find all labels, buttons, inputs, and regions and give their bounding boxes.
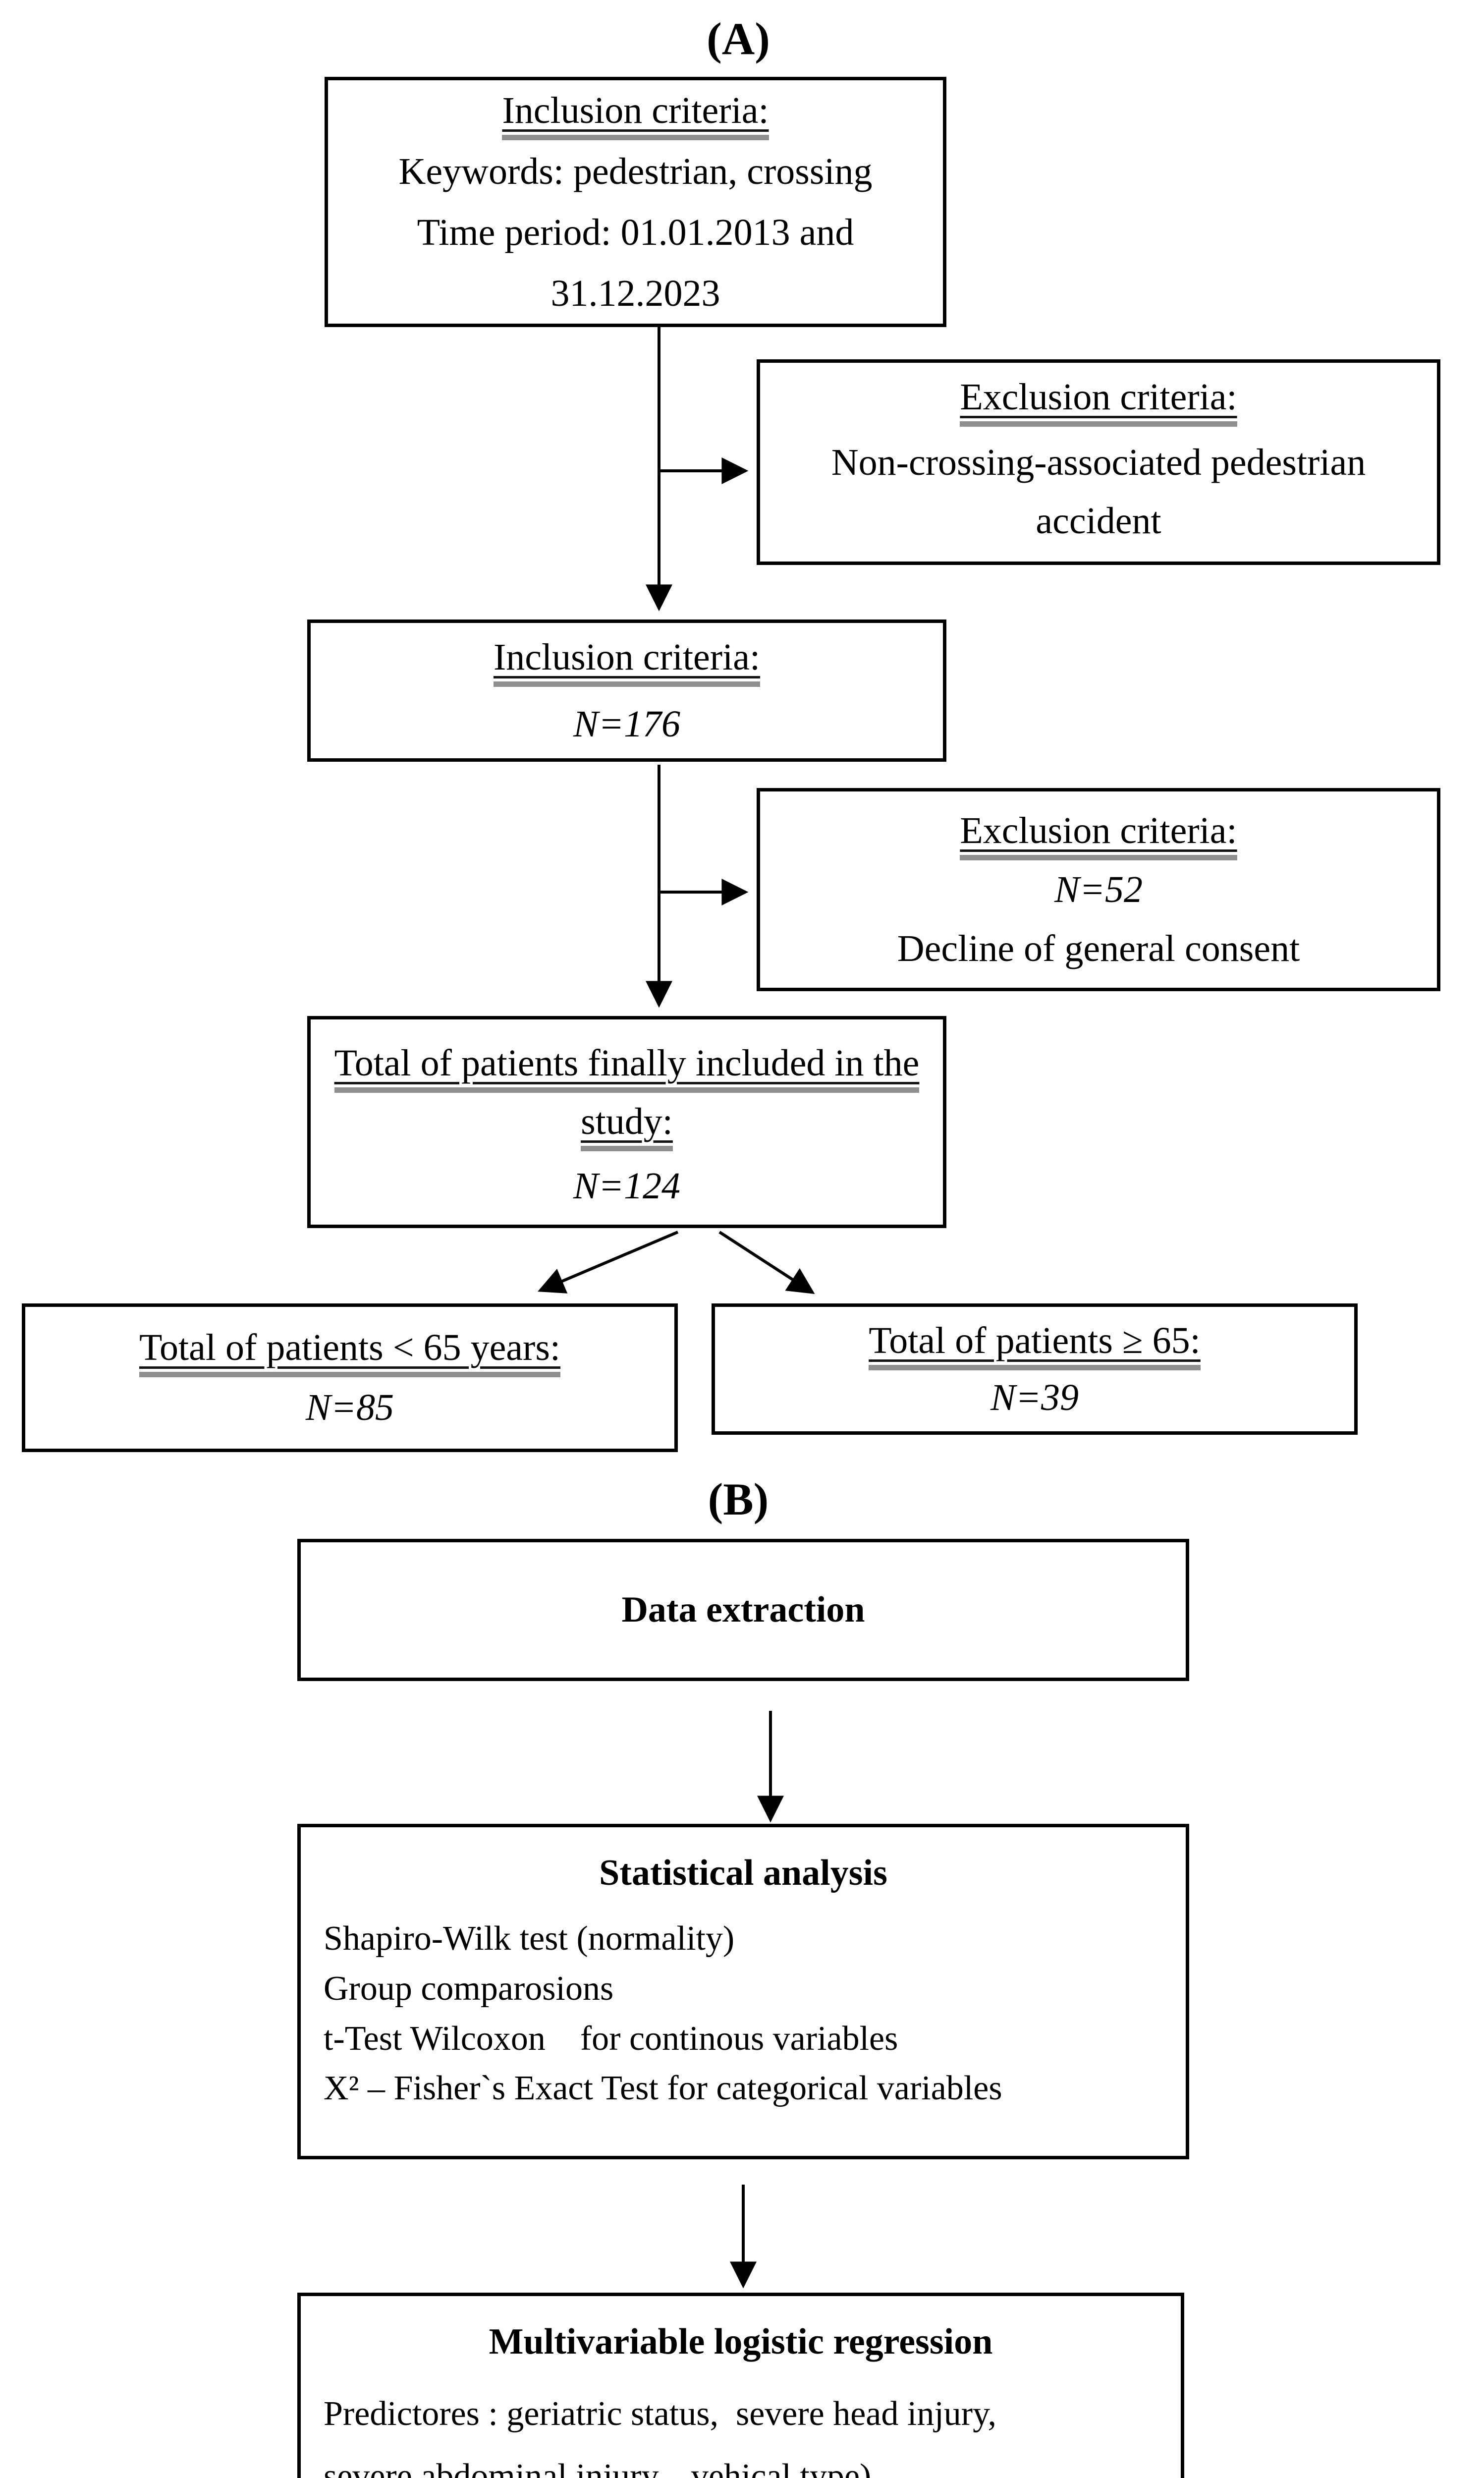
box-under-65-heading: Total of patients < 65 years: bbox=[139, 1327, 561, 1377]
regression-line-predictors: Predictores : geriatric status, severe h… bbox=[324, 2395, 997, 2433]
box-exclusion-noncrossing-heading-line: Exclusion criteria: bbox=[960, 374, 1237, 427]
box-total-included-count: N=124 bbox=[573, 1165, 680, 1207]
box-total-included-heading-line: Total of patients finally included in th… bbox=[330, 1034, 923, 1151]
box-inclusion-criteria: Inclusion criteria: Keywords: pedestrian… bbox=[325, 77, 946, 327]
box-exclusion-consent-heading-line: Exclusion criteria: bbox=[960, 807, 1237, 860]
box-inclusion-n176-count: N=176 bbox=[573, 703, 680, 745]
arrow-total-to-65plus bbox=[718, 1231, 815, 1294]
box-inclusion-criteria-period-end: 31.12.2023 bbox=[550, 272, 720, 314]
box-data-extraction: Data extraction bbox=[297, 1539, 1189, 1681]
box-65-plus: Total of patients ≥ 65: N=39 bbox=[712, 1303, 1358, 1435]
panel-a-label: (A) bbox=[707, 13, 770, 64]
box-inclusion-n176-heading: Inclusion criteria: bbox=[493, 636, 761, 687]
box-inclusion-criteria-heading-line: Inclusion criteria: bbox=[502, 87, 769, 140]
box-statistical-analysis: Statistical analysis Shapiro-Wilk test (… bbox=[297, 1824, 1189, 2159]
box-inclusion-criteria-period: Time period: 01.01.2013 and bbox=[417, 211, 854, 253]
box-65-plus-count: N=39 bbox=[990, 1376, 1079, 1418]
box-regression: Multivariable logistic regression Predic… bbox=[297, 2293, 1184, 2478]
arrow-total-to-under65 bbox=[538, 1231, 679, 1294]
box-exclusion-noncrossing-heading: Exclusion criteria: bbox=[960, 376, 1237, 427]
box-total-included-heading: Total of patients finally included in th… bbox=[334, 1042, 920, 1151]
stat-line-chi2-fisher: X² – Fisher`s Exact Test for categorical… bbox=[324, 2069, 1002, 2108]
stat-line-shapiro: Shapiro-Wilk test (normality) bbox=[324, 1919, 735, 1958]
box-statistical-analysis-title: Statistical analysis bbox=[599, 1853, 887, 1893]
stat-line-group-comparisons: Group comparosions bbox=[324, 1969, 614, 2008]
box-exclusion-noncrossing: Exclusion criteria: Non-crossing-associa… bbox=[757, 359, 1440, 565]
box-exclusion-consent-heading: Exclusion criteria: bbox=[960, 809, 1237, 860]
box-under-65-heading-line: Total of patients < 65 years: bbox=[139, 1324, 561, 1377]
box-under-65-count: N=85 bbox=[306, 1387, 394, 1428]
stat-line-ttest-wilcoxon: t-Test Wilcoxon for continous variables bbox=[324, 2019, 898, 2058]
box-65-plus-heading-line: Total of patients ≥ 65: bbox=[869, 1317, 1201, 1370]
box-regression-title: Multivariable logistic regression bbox=[489, 2321, 993, 2362]
box-data-extraction-title: Data extraction bbox=[621, 1589, 865, 1630]
box-inclusion-criteria-heading: Inclusion criteria: bbox=[502, 89, 769, 140]
box-exclusion-consent-body: Decline of general consent bbox=[897, 927, 1300, 969]
box-inclusion-n176: Inclusion criteria: N=176 bbox=[307, 620, 946, 762]
box-exclusion-consent-count: N=52 bbox=[1054, 868, 1143, 910]
box-inclusion-criteria-keywords: Keywords: pedestrian, crossing bbox=[398, 150, 873, 192]
box-inclusion-n176-heading-line: Inclusion criteria: bbox=[493, 634, 761, 687]
box-total-included: Total of patients finally included in th… bbox=[307, 1016, 946, 1228]
box-65-plus-heading: Total of patients ≥ 65: bbox=[869, 1319, 1201, 1370]
panel-b-label: (B) bbox=[708, 1474, 769, 1524]
box-under-65: Total of patients < 65 years: N=85 bbox=[22, 1303, 678, 1452]
box-exclusion-noncrossing-body: Non-crossing-associated pedestrian accid… bbox=[831, 442, 1366, 542]
box-exclusion-consent: Exclusion criteria: N=52 Decline of gene… bbox=[757, 788, 1440, 991]
regression-line-predictors-cont: severe abdominal injury, vehical type) bbox=[324, 2457, 872, 2478]
